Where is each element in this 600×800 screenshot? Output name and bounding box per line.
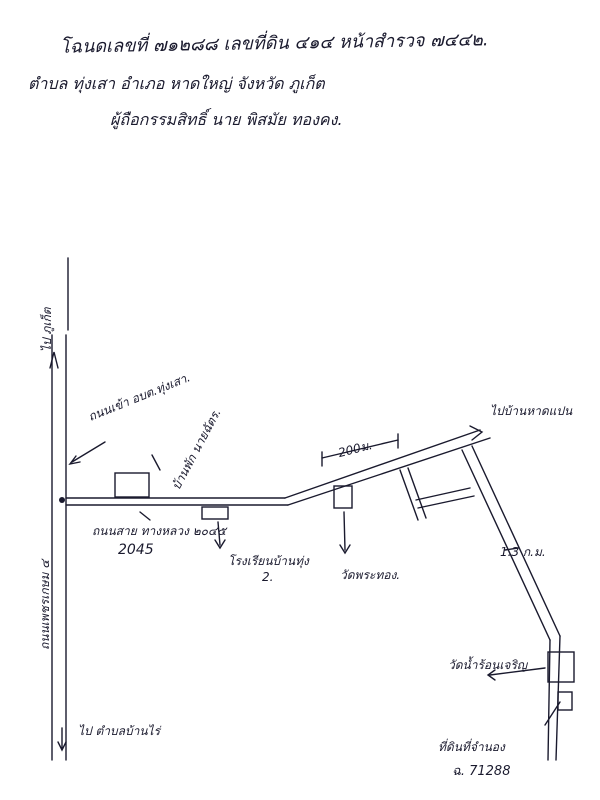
label-distance-13km: 1.3 ก.ม. — [500, 545, 546, 559]
east-road-bottom — [287, 437, 491, 506]
label-land-deed: ฉ. 71288 — [452, 764, 511, 779]
label-branch-num: 2045 — [118, 542, 154, 558]
east-arrow-icon — [469, 425, 484, 441]
label-market: วัดน้ำร้อนเจริญ — [448, 658, 528, 672]
label-land: ที่ดินที่จำนอง — [438, 740, 505, 754]
se-road-down-left — [547, 639, 551, 761]
school-building — [201, 506, 229, 520]
junction-dot — [59, 497, 65, 503]
market-building — [547, 651, 575, 683]
label-north-to: ไป ภูเก็ต — [40, 307, 54, 352]
north-arrow-icon — [49, 351, 59, 369]
label-east-to: ไปบ้านหาดแปน — [490, 404, 573, 418]
east-road-top — [284, 429, 481, 499]
label-school: โรงเรียนบ้านทุ่ง — [228, 554, 309, 568]
south-arrow-icon — [57, 741, 67, 752]
dimension-200m — [321, 439, 399, 459]
se-road-left — [461, 449, 551, 641]
label-branch-road: ถนนสาย ทางหลวง ๒๐๔๕ — [92, 524, 227, 538]
header-line-3: ผู้ถือกรรมสิทธิ์ นาย พิสมัย ทองคง. — [110, 110, 343, 129]
land-plot — [557, 691, 573, 711]
label-south-to: ไป ตำบลบ้านไร่ — [78, 724, 161, 738]
label-main-road: ถนนเพชรเกษม ๔ — [38, 559, 52, 650]
label-temple: วัดพระทอง. — [340, 568, 401, 582]
se-road-right — [471, 445, 561, 637]
house-building — [114, 472, 150, 498]
temple-building — [333, 485, 353, 509]
label-school-num: 2. — [262, 570, 274, 584]
header-line-2: ตำบล ทุ่งเสา อำเภอ หาดใหญ่ จังหวัด ภูเก็… — [28, 74, 325, 93]
